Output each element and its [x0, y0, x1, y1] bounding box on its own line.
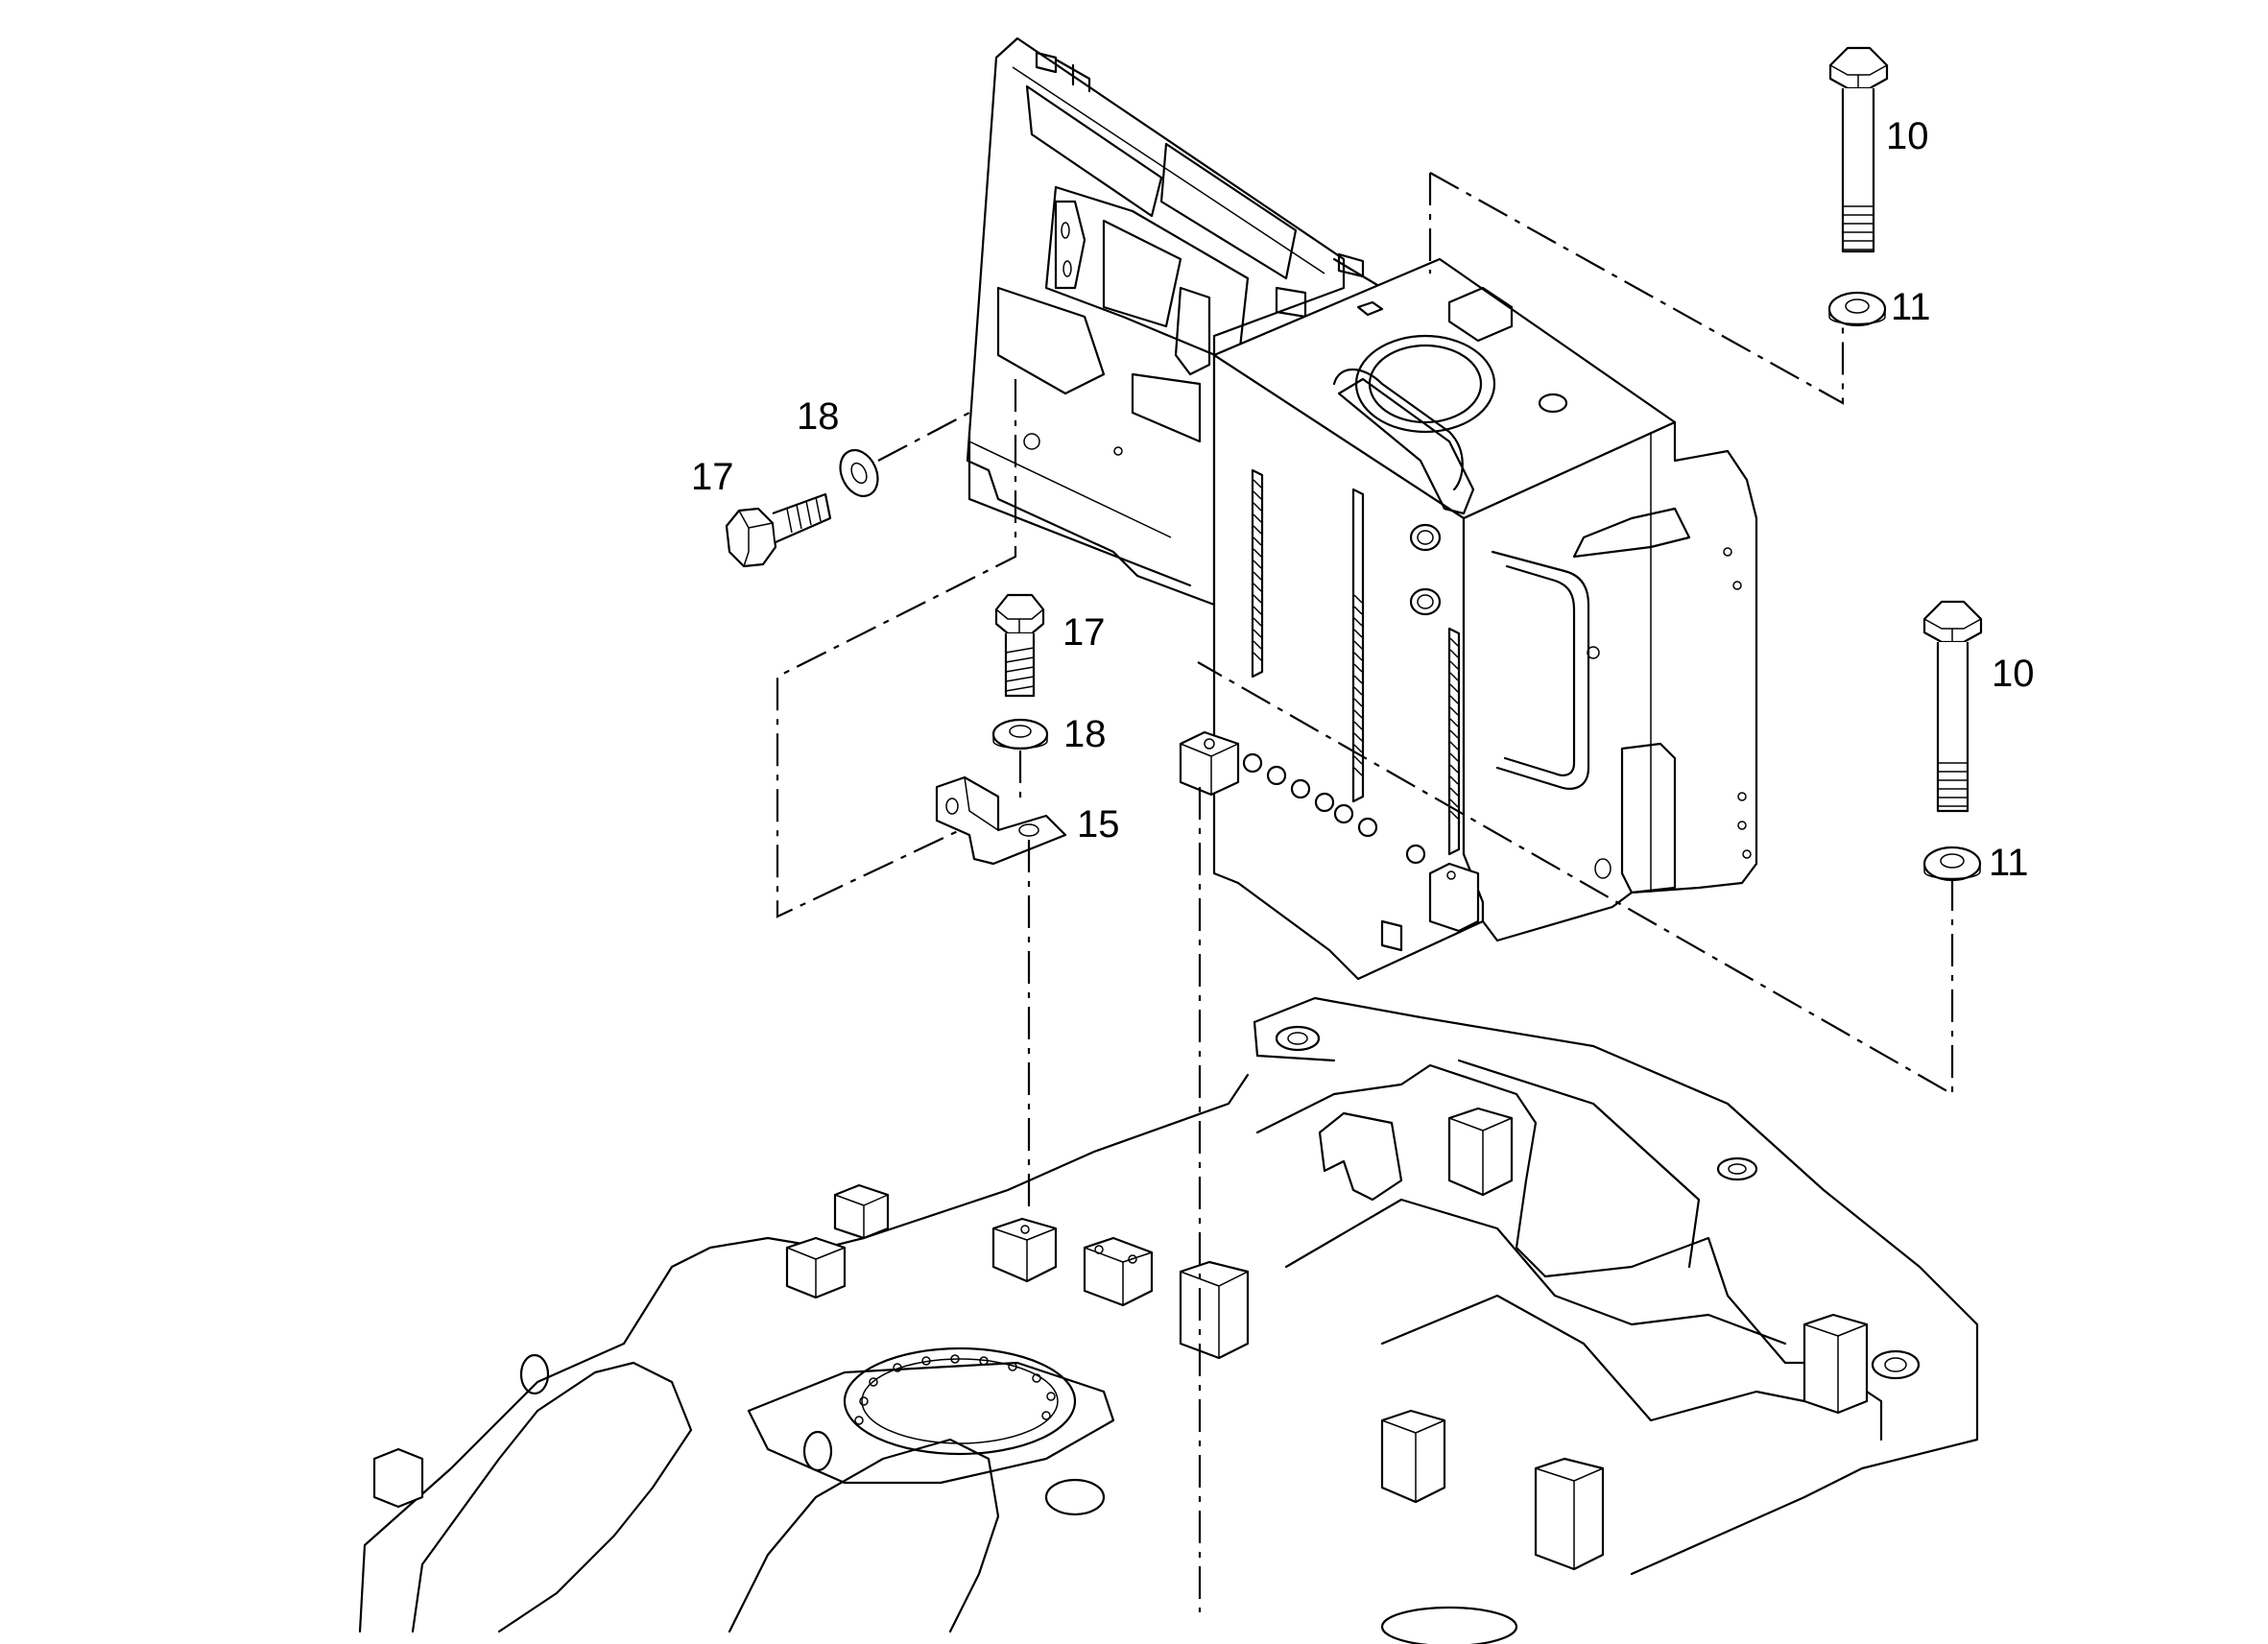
callout-18-horizontal: 18 [797, 395, 840, 438]
mount-block-3 [1179, 1260, 1250, 1360]
spacer-block [1179, 730, 1240, 797]
mount-block-8 [1380, 1409, 1446, 1504]
callout-17-horizontal: 17 [691, 456, 734, 498]
bracket-15 [935, 775, 1067, 866]
washer-18-vertical [991, 718, 1049, 751]
bolt-17-vertical [994, 593, 1045, 698]
mount-block-11 [372, 1447, 424, 1509]
callout-10-lower: 10 [1992, 653, 2035, 695]
mount-block-6 [1447, 1107, 1514, 1197]
washer-18-horizontal [839, 448, 879, 498]
base-frame [358, 996, 1979, 1644]
mount-block-9 [1534, 1457, 1605, 1571]
mount-block-4 [785, 1236, 847, 1299]
callout-11-upper: 11 [1891, 286, 1931, 328]
bolt-10-lower [1922, 600, 1983, 813]
callout-10-upper: 10 [1886, 115, 1929, 157]
washer-11-upper [1827, 291, 1887, 327]
main-housing [1212, 257, 1758, 981]
front-vent-rails [1251, 468, 1461, 856]
callout-18-vertical: 18 [1063, 713, 1107, 755]
assembly-lines [776, 172, 1954, 1612]
mount-block-1 [991, 1217, 1058, 1283]
mount-block-7 [1318, 1111, 1403, 1202]
callouts: 10 11 10 11 17 18 17 18 15 [691, 115, 2035, 884]
bolt-10-upper [1828, 46, 1889, 253]
ring-bolt-holes [854, 1354, 1056, 1425]
callout-15: 15 [1077, 803, 1120, 846]
front-nipples [1242, 752, 1426, 865]
bolt-17-horizontal [725, 492, 832, 568]
callout-11-lower: 11 [1989, 842, 2029, 884]
mount-block-10 [1802, 1313, 1869, 1415]
mount-block-2 [1083, 1236, 1154, 1307]
mount-block-5 [833, 1183, 890, 1240]
washer-11-lower [1922, 846, 1982, 882]
callout-17-vertical: 17 [1062, 611, 1106, 654]
